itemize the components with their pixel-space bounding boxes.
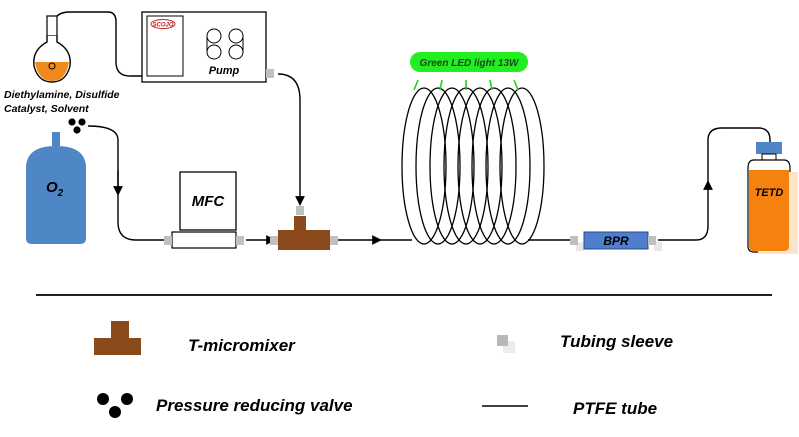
mfc-label: MFC [192, 193, 226, 210]
legend-t-micromixer-label: T-micromixer [188, 336, 296, 355]
legend-tubing-sleeve-label: Tubing sleeve [560, 332, 673, 351]
reagent-flask [33, 15, 71, 83]
o2-label: O2 [46, 179, 64, 199]
product-bottle: TETD [747, 142, 798, 254]
legend-pressure-valve-label: Pressure reducing valve [156, 396, 353, 415]
sleeve-pump-out [266, 69, 274, 78]
syringe-brand-badge [150, 19, 176, 29]
syringe-brand: SCOJO [152, 23, 173, 29]
green-led: Green LED light 13W [410, 52, 528, 91]
flask-stir-icon [48, 62, 56, 70]
reagents-label-line1: Diethylamine, Disulfide [4, 89, 120, 101]
tube-pump-to-mixer [277, 73, 305, 206]
reagents-label-line2: Catalyst, Solvent [4, 103, 89, 115]
syringe-pump: SCOJO Pump [141, 11, 274, 83]
tube-product-in [707, 127, 771, 190]
tube-o2-to-mfc [87, 125, 166, 241]
legend-tubing-sleeve-icon [497, 335, 515, 353]
sleeve-mixer-top [296, 206, 304, 215]
coil-reactor [401, 87, 545, 245]
pump-label: Pump [209, 65, 240, 77]
product-cap [756, 142, 782, 154]
sleeve-bpr-in-shadow [576, 242, 584, 251]
led-label: Green LED light 13W [420, 58, 520, 69]
sleeve-mixer-left [270, 236, 278, 245]
ptfe-tubes [53, 11, 771, 245]
sleeve-bpr-out-shadow [654, 242, 662, 251]
sleeve-mfc-in [164, 236, 172, 245]
o2-cylinder: O2 [26, 132, 86, 244]
pump-rollers-icon [206, 28, 244, 60]
sleeve-mfc-out [236, 236, 244, 245]
t-micromixer [270, 206, 338, 250]
led-bar [410, 52, 528, 72]
back-pressure-regulator: BPR [570, 231, 662, 251]
legend-pressure-valve-icon [97, 393, 133, 418]
legend-t-micromixer-icon [94, 321, 141, 355]
legend: T-micromixer Tubing sleeve Pressure redu… [94, 321, 673, 418]
product-label: TETD [755, 187, 784, 199]
tube-flask-to-pump [53, 11, 142, 77]
flask-liquid [35, 62, 69, 81]
sleeve-bpr-in [570, 236, 578, 245]
sleeve-mixer-right [330, 236, 338, 245]
product-liquid [749, 170, 789, 251]
bpr-label: BPR [603, 234, 629, 248]
sleeve-bpr-out [648, 236, 656, 245]
mass-flow-controller: MFC [164, 171, 244, 249]
pressure-valve-icon [68, 118, 86, 134]
tube-bpr-to-product [658, 180, 713, 241]
legend-ptfe-tube-label: PTFE tube [573, 399, 657, 418]
led-rays [413, 79, 519, 91]
